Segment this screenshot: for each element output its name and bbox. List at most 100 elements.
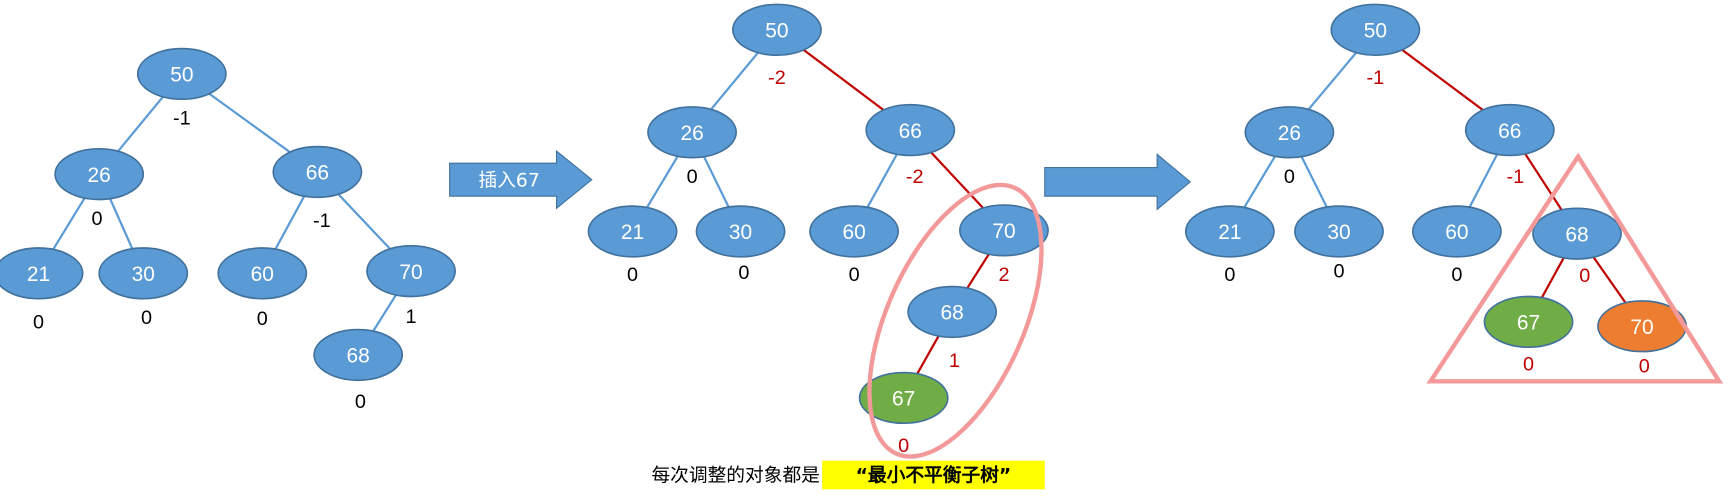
balance-factor: 0 xyxy=(738,262,749,284)
node-value: 70 xyxy=(1630,316,1653,339)
right-arrow-icon xyxy=(1044,153,1192,211)
node-ellipse xyxy=(1532,207,1622,260)
node-value: 67 xyxy=(1517,312,1540,335)
tree-node: 26 0 xyxy=(1244,106,1335,188)
node-ellipse xyxy=(54,147,145,201)
node-ellipse xyxy=(1184,205,1275,258)
tree-node: 702 xyxy=(959,204,1049,286)
node-value: 50 xyxy=(765,20,788,43)
node-ellipse xyxy=(366,244,456,298)
tree-node: 30 0 xyxy=(1294,205,1384,283)
caption-highlight: “最小不平衡子树” xyxy=(856,465,1012,487)
node-ellipse xyxy=(858,371,949,425)
tree-node: 21 0 xyxy=(1184,205,1275,286)
caption-highlight-bg xyxy=(822,460,1045,490)
node-ellipse xyxy=(695,205,786,258)
balance-factor: 0 xyxy=(1523,353,1534,375)
balance-factor: -2 xyxy=(906,166,924,188)
tree-node: 701 xyxy=(366,244,456,328)
node-ellipse xyxy=(1244,106,1335,159)
tree-node: 68 0 xyxy=(313,328,404,413)
node-ellipse xyxy=(272,145,363,199)
node-ellipse xyxy=(865,103,956,157)
balance-factor: 0 xyxy=(1639,356,1650,378)
node-ellipse xyxy=(907,285,998,339)
caption: 每次调整的对象都是 “最小不平衡子树” xyxy=(651,460,1045,490)
node-ellipse xyxy=(217,247,308,300)
node-value: 50 xyxy=(1364,20,1387,43)
tree-node: 70 0 xyxy=(1597,300,1687,378)
node-value: 68 xyxy=(347,345,370,368)
node-ellipse xyxy=(959,204,1049,257)
node-ellipse xyxy=(1330,3,1421,56)
tree-node: 670 xyxy=(858,371,949,457)
node-value: 30 xyxy=(1327,221,1350,244)
balance-factor: 0 xyxy=(1284,166,1295,188)
node-value: 66 xyxy=(306,162,329,185)
balance-factor: 1 xyxy=(406,306,417,328)
balance-factor: 0 xyxy=(141,307,152,329)
balance-factor: 1 xyxy=(949,350,960,372)
balance-factor: -1 xyxy=(1506,166,1524,188)
node-ellipse xyxy=(0,247,84,300)
tree-node: 210 xyxy=(587,205,678,286)
node-ellipse xyxy=(313,328,404,382)
right-arrow-icon xyxy=(449,149,593,210)
tree-node: 66 -2 xyxy=(865,103,956,188)
balance-factor: 0 xyxy=(1451,264,1462,286)
insert-arrow-label: 插入67 xyxy=(479,170,540,191)
node-ellipse xyxy=(809,205,899,258)
node-value: 50 xyxy=(170,64,193,87)
tree-node: 68 0 xyxy=(1532,207,1622,287)
node-value: 66 xyxy=(899,120,922,143)
caption-text: 每次调整的对象都是 xyxy=(651,466,820,487)
node-value: 26 xyxy=(1278,122,1301,145)
tree-node: 26 0 xyxy=(647,106,737,188)
node-ellipse xyxy=(1464,103,1555,157)
balance-factor: 0 xyxy=(1224,264,1235,286)
node-ellipse xyxy=(587,205,678,258)
node-ellipse xyxy=(647,106,737,159)
node-value: 60 xyxy=(842,221,865,244)
node-value: 21 xyxy=(1218,221,1241,244)
node-value: 30 xyxy=(729,221,752,244)
node-value: 26 xyxy=(680,122,703,145)
tree-node: 26 0 xyxy=(54,147,145,230)
balance-factor: -1 xyxy=(1367,67,1385,89)
node-ellipse xyxy=(136,47,227,101)
node-value: 26 xyxy=(88,164,111,187)
balance-factor: -1 xyxy=(173,108,191,130)
unbalanced-subtree-ellipse xyxy=(867,182,1044,459)
insert-arrow: 插入67 xyxy=(449,149,593,210)
tree-node: 50 -1 xyxy=(136,47,227,130)
tree-node: 681 xyxy=(907,285,998,372)
balance-factor: 0 xyxy=(687,166,698,188)
balance-factor: 0 xyxy=(1333,261,1344,283)
balance-factor: 0 xyxy=(33,311,44,333)
balance-factor: 0 xyxy=(355,391,366,413)
node-value: 21 xyxy=(27,263,50,286)
node-ellipse xyxy=(1294,205,1384,258)
tree-node: 60 0 xyxy=(1411,205,1502,286)
tree-node: 21 0 xyxy=(0,247,84,333)
balance-factor: -2 xyxy=(768,67,786,89)
node-value: 60 xyxy=(1445,221,1468,244)
tree-node: 50 -2 xyxy=(732,3,822,89)
balance-factor: 0 xyxy=(849,264,860,286)
tree-node: 50 -1 xyxy=(1330,3,1421,89)
tree-node: 30 0 xyxy=(695,205,786,284)
balance-factor: 0 xyxy=(91,208,102,230)
balance-factor: 2 xyxy=(998,264,1009,286)
node-value: 30 xyxy=(132,263,155,286)
balance-factor: 0 xyxy=(898,435,909,457)
tree-node: 66-1 xyxy=(272,145,363,232)
balanced-subtree-triangle xyxy=(1426,152,1724,384)
node-value: 68 xyxy=(1565,223,1588,246)
tree-node: 67 0 xyxy=(1483,295,1574,375)
node-ellipse xyxy=(98,247,189,300)
tree-node: 60 0 xyxy=(809,205,899,286)
balance-factor: 0 xyxy=(1579,265,1590,287)
node-ellipse xyxy=(732,3,822,56)
